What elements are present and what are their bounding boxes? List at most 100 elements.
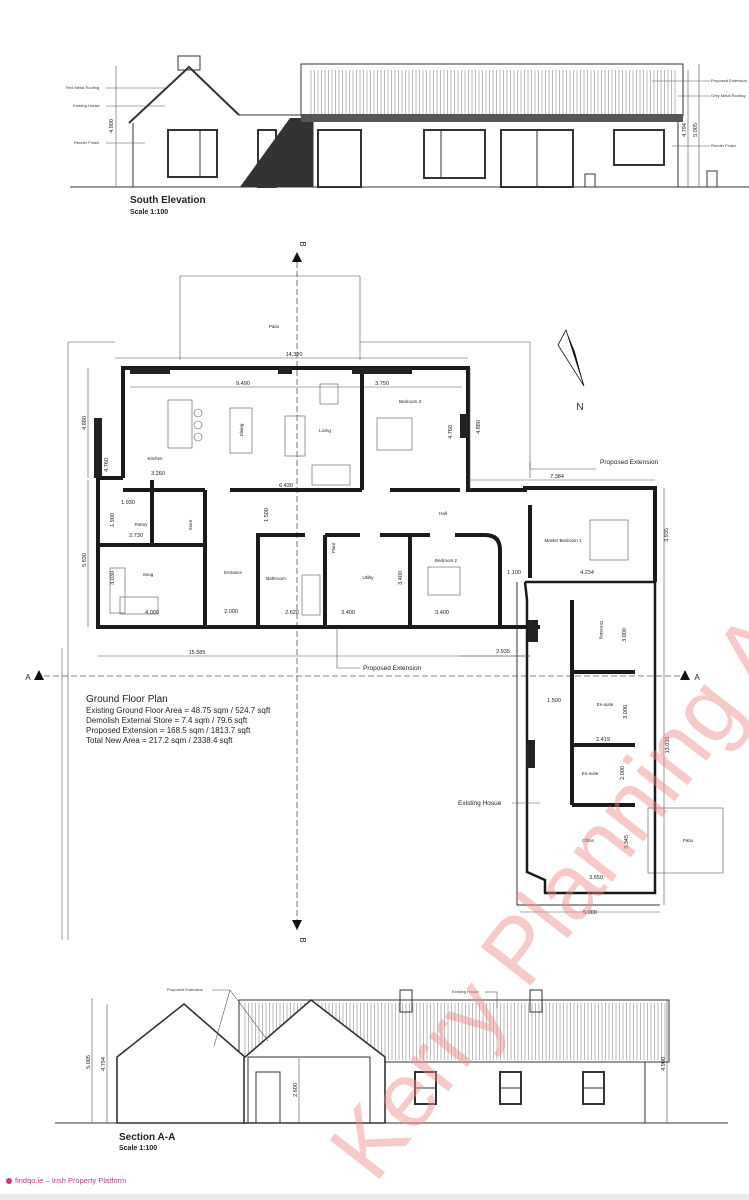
dim: 2.600 [293, 1083, 299, 1097]
dimensions: 14.320 9.490 3.750 4.880 4.760 3.260 6.4… [82, 352, 671, 916]
room-patio: Patio [683, 838, 694, 843]
north-label: N [576, 402, 583, 413]
svg-text:9.490: 9.490 [236, 381, 250, 387]
svg-text:3.935: 3.935 [664, 528, 670, 542]
label-proposed-extension: Proposed Extension [711, 78, 747, 83]
furniture [109, 383, 629, 616]
room-living: Living [319, 428, 331, 433]
room-bathroom: Bathroom [266, 576, 286, 581]
svg-text:2.000: 2.000 [620, 766, 626, 780]
section-scale: Scale 1:100 [119, 1145, 157, 1152]
svg-text:2.419: 2.419 [596, 737, 610, 743]
chimney [399, 989, 413, 1013]
room-dressing: Dressing [599, 621, 604, 639]
section-b-marker-bottom [292, 920, 302, 930]
room-snug: Snug [143, 572, 154, 577]
footer-bar [0, 1194, 749, 1200]
section-a-label: A [25, 673, 31, 682]
dim: 4.900 [661, 1057, 667, 1071]
section-a-marker-left [34, 670, 44, 680]
svg-text:2.000: 2.000 [224, 609, 238, 615]
gable-left [116, 1002, 247, 1124]
label-proposed-extension: Proposed Extension [363, 665, 422, 672]
svg-text:5.000: 5.000 [583, 910, 597, 916]
section-title: Section A-A [119, 1132, 175, 1143]
label-proposed-extension: Proposed Extension [167, 987, 203, 992]
svg-text:15.585: 15.585 [189, 650, 206, 656]
elevation-scale: Scale 1:100 [130, 209, 168, 216]
section-a-a: Proposed Extension Existing House 5.005 … [55, 987, 728, 1152]
svg-text:4.760: 4.760 [104, 458, 110, 472]
svg-text:3.400: 3.400 [341, 610, 355, 616]
chimney [529, 989, 543, 1013]
svg-text:3.750: 3.750 [375, 381, 389, 387]
elevation-title: South Elevation [130, 195, 206, 206]
label-existing-house: Existing Hosue [458, 800, 502, 807]
svg-text:2.935: 2.935 [496, 649, 510, 655]
label-render-finish-right: Render Finish [711, 143, 736, 148]
svg-text:7.384: 7.384 [550, 474, 564, 480]
svg-text:4.760: 4.760 [448, 425, 454, 439]
svg-text:1.500: 1.500 [547, 698, 561, 704]
svg-text:5.630: 5.630 [82, 553, 88, 567]
svg-text:3.400: 3.400 [398, 571, 404, 585]
area-existing: Existing Ground Floor Area = 48.75 sqm /… [86, 706, 271, 715]
eaves-band [301, 114, 683, 122]
extension-roof [300, 63, 684, 117]
dim: 4.900 [109, 119, 115, 133]
label-existing-house: Existing House [452, 989, 479, 994]
gable-right [243, 998, 386, 1124]
label-red-metal-roofing: Red Metal Roofing [66, 85, 99, 90]
svg-text:3.260: 3.260 [151, 471, 165, 477]
findqo-logo-icon [6, 1177, 12, 1184]
area-total: Total New Area = 217.2 sqm / 2338.4 sqft [86, 736, 233, 745]
dim: 5.005 [693, 123, 699, 137]
svg-text:3.345: 3.345 [624, 835, 630, 849]
svg-text:4.880: 4.880 [476, 420, 482, 434]
label-render-finish: Render Finish [74, 140, 99, 145]
door [255, 1071, 281, 1124]
svg-text:1.100: 1.100 [507, 570, 521, 576]
room-utility: Utility [363, 575, 375, 580]
svg-text:3.650: 3.650 [589, 875, 603, 881]
svg-text:13.035: 13.035 [665, 737, 671, 754]
patio-right [647, 807, 724, 874]
svg-text:3.030: 3.030 [110, 571, 116, 585]
dim: 4.794 [682, 123, 688, 137]
svg-text:14.320: 14.320 [286, 352, 303, 358]
patio-top [179, 275, 361, 360]
svg-text:1.900: 1.900 [110, 513, 116, 527]
room-bedroom-2: Bedroom 2 [435, 558, 458, 563]
footer-text[interactable]: findqo.ie – Irish Property Platform [15, 1176, 127, 1185]
section-b-label: B [298, 937, 307, 942]
watermark: Kerry Planning A [310, 594, 749, 1197]
svg-text:1.500: 1.500 [264, 508, 270, 522]
roof-corrugation [310, 70, 676, 114]
elevation-windows [167, 129, 718, 188]
svg-text:4.234: 4.234 [580, 570, 594, 576]
room-patio: Patio [269, 324, 280, 329]
svg-text:3.000: 3.000 [622, 628, 628, 642]
south-elevation: Red Metal Roofing Existing House Render … [66, 55, 749, 216]
svg-text:1.930: 1.930 [121, 500, 135, 506]
svg-text:2.620: 2.620 [285, 610, 299, 616]
room-office: Office [582, 838, 594, 843]
svg-text:4.880: 4.880 [82, 416, 88, 430]
room-entrance: Entrance [224, 570, 243, 575]
room-kitchen: Kitchen [147, 456, 163, 461]
svg-text:3.000: 3.000 [623, 705, 629, 719]
section-a-marker-right [680, 670, 690, 680]
room-plant: Plant [331, 542, 336, 553]
label-existing-house: Existing House [73, 103, 100, 108]
dim: 4.794 [101, 1057, 107, 1071]
ground-floor-plan: B B A A [25, 241, 724, 943]
room-en-suite: En-suite [597, 702, 614, 707]
room-hall: Hall [439, 511, 447, 516]
svg-text:6.430: 6.430 [279, 483, 293, 489]
label-proposed-extension: Proposed Extension [600, 459, 659, 466]
footer[interactable]: findqo.ie – Irish Property Platform [6, 1176, 126, 1185]
room-master-bedroom: Master Bedroom 1 [544, 538, 582, 543]
room-bedroom-3: Bedroom 3 [399, 399, 422, 404]
area-demolish: Demolish External Store = 7.4 sqm / 79.6… [86, 716, 248, 725]
